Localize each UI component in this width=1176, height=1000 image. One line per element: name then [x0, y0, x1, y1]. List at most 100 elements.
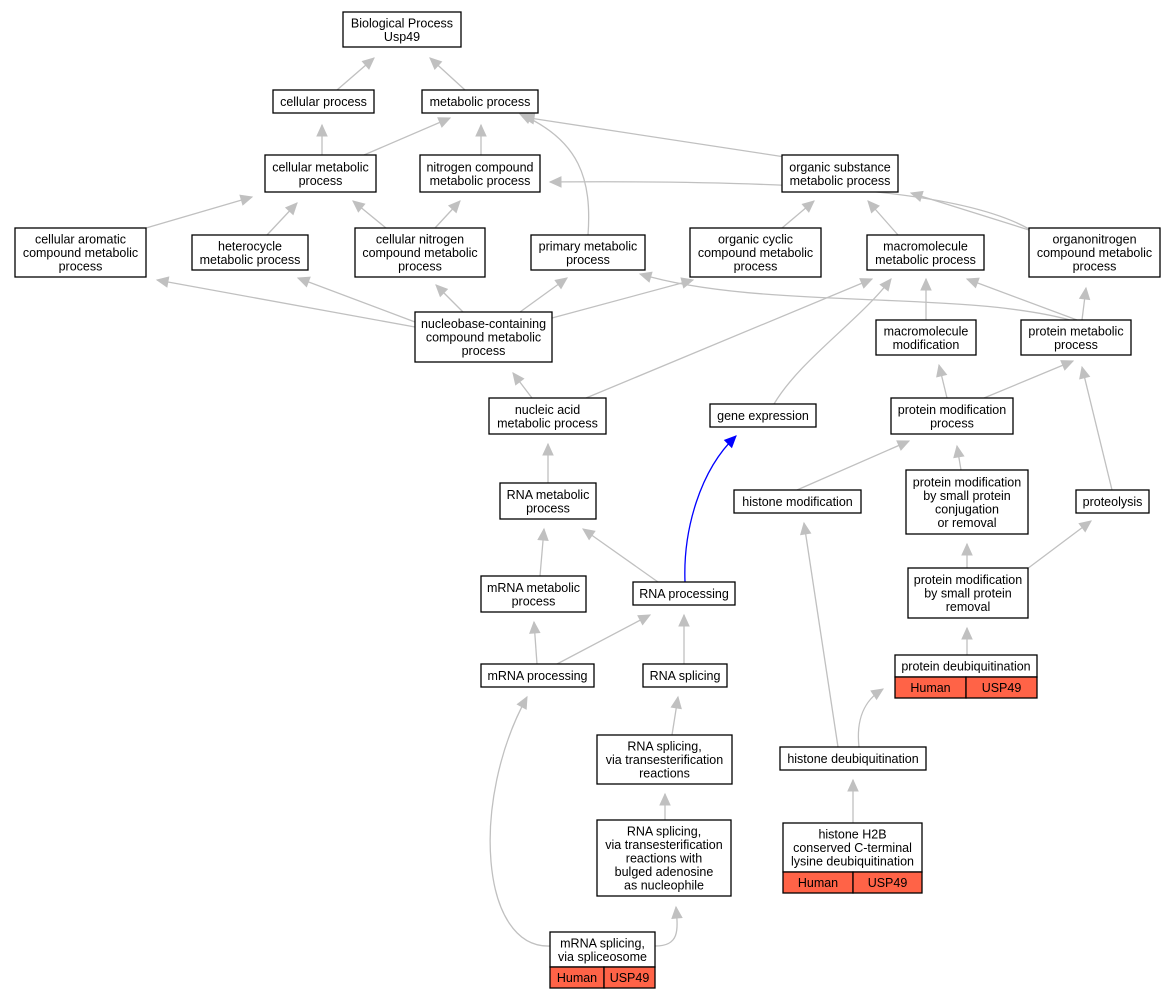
- node-label-line: compound metabolic: [426, 331, 541, 345]
- node-box: [191, 234, 309, 271]
- node-gene-expr[interactable]: gene expression: [709, 403, 817, 428]
- node-label-line: RNA splicing,: [627, 740, 701, 754]
- edge: [489, 696, 552, 947]
- arrowhead: [447, 200, 461, 214]
- annotation-gene-cell: [965, 676, 1038, 699]
- node-rna-splicing-bulged[interactable]: RNA splicing,via transesterificationreac…: [596, 819, 732, 897]
- node-box: [1020, 319, 1132, 356]
- edge: [145, 196, 253, 229]
- node-label-line: removal: [946, 600, 990, 614]
- arrowhead: [870, 688, 885, 701]
- node-label-line: lysine deubiquitination: [791, 855, 914, 869]
- node-label-line: organic substance: [789, 160, 891, 174]
- arrowhead: [1078, 520, 1092, 533]
- annotation-gene-cell: [603, 966, 656, 989]
- arrowhead: [953, 444, 965, 459]
- arrowhead: [637, 614, 652, 626]
- node-histone-mod[interactable]: histone modification: [733, 489, 862, 514]
- node-rna-splicing[interactable]: RNA splicing: [642, 663, 728, 688]
- node-mrna-processing[interactable]: mRNA processing: [480, 663, 595, 688]
- node-label-line: histone deubiquitination: [787, 752, 918, 766]
- node-box: [354, 227, 486, 278]
- annotation-gene: USP49: [982, 681, 1022, 695]
- node-label-line: bulged adenosine: [615, 865, 714, 879]
- arrowhead: [582, 528, 596, 541]
- node-metabolic[interactable]: metabolic process: [421, 89, 539, 114]
- arrowhead: [723, 435, 737, 449]
- node-label-line: nitrogen compound: [426, 160, 533, 174]
- node-label-line: process: [512, 594, 556, 608]
- annotation-gene-cell: [852, 871, 923, 894]
- node-label-line: process: [526, 501, 570, 515]
- node-box: [689, 227, 822, 278]
- node-cellular[interactable]: cellular process: [272, 89, 375, 114]
- node-label-line: reactions: [639, 767, 690, 781]
- edge: [803, 522, 839, 748]
- annotation-species: Human: [798, 876, 838, 890]
- node-box: [596, 734, 733, 785]
- node-label-line: protein modification: [914, 573, 1022, 587]
- node-label-line: metabolic process: [430, 174, 531, 188]
- edge: [857, 688, 884, 748]
- arrowhead: [548, 176, 562, 188]
- node-label-line: by small protein: [923, 489, 1011, 503]
- arrowhead: [554, 277, 568, 290]
- node-label-line: organonitrogen: [1052, 233, 1136, 247]
- node-label-line: process: [1054, 338, 1098, 352]
- arrowhead: [284, 202, 298, 216]
- arrowhead: [859, 278, 874, 289]
- node-label-line: modification: [893, 338, 960, 352]
- node-label-line: gene expression: [717, 409, 809, 423]
- arrowhead: [961, 626, 973, 640]
- node-rna-processing[interactable]: RNA processing: [632, 581, 736, 606]
- node-box: [1028, 227, 1161, 278]
- node-histone-deubiq[interactable]: histone deubiquitination: [779, 746, 927, 771]
- node-box: [14, 227, 147, 278]
- node-box: [782, 822, 923, 873]
- node-proteolysis[interactable]: proteolysis: [1075, 489, 1150, 514]
- node-label-line: via transesterification: [606, 753, 723, 767]
- node-label-line: protein deubiquitination: [901, 660, 1030, 674]
- arrowhead: [659, 792, 671, 806]
- node-box: [866, 234, 985, 271]
- arrowhead: [961, 542, 973, 556]
- node-label-line: metabolic process: [430, 95, 531, 109]
- node-rna-splicing-trans[interactable]: RNA splicing,via transesterificationreac…: [596, 734, 733, 785]
- arrowhead: [1078, 286, 1091, 301]
- node-label-line: Usp49: [384, 30, 420, 44]
- arrowhead: [516, 695, 528, 710]
- arrowhead: [542, 442, 554, 456]
- node-label-line: as nucleophile: [624, 879, 704, 893]
- arrowhead: [879, 278, 892, 292]
- edge: [551, 279, 694, 319]
- highlight-edge: [684, 435, 737, 583]
- node-label-line: or removal: [937, 516, 996, 530]
- node-box: [480, 663, 595, 688]
- node-box: [1075, 489, 1150, 514]
- node-box: [632, 581, 736, 606]
- node-label-line: metabolic process: [200, 253, 301, 267]
